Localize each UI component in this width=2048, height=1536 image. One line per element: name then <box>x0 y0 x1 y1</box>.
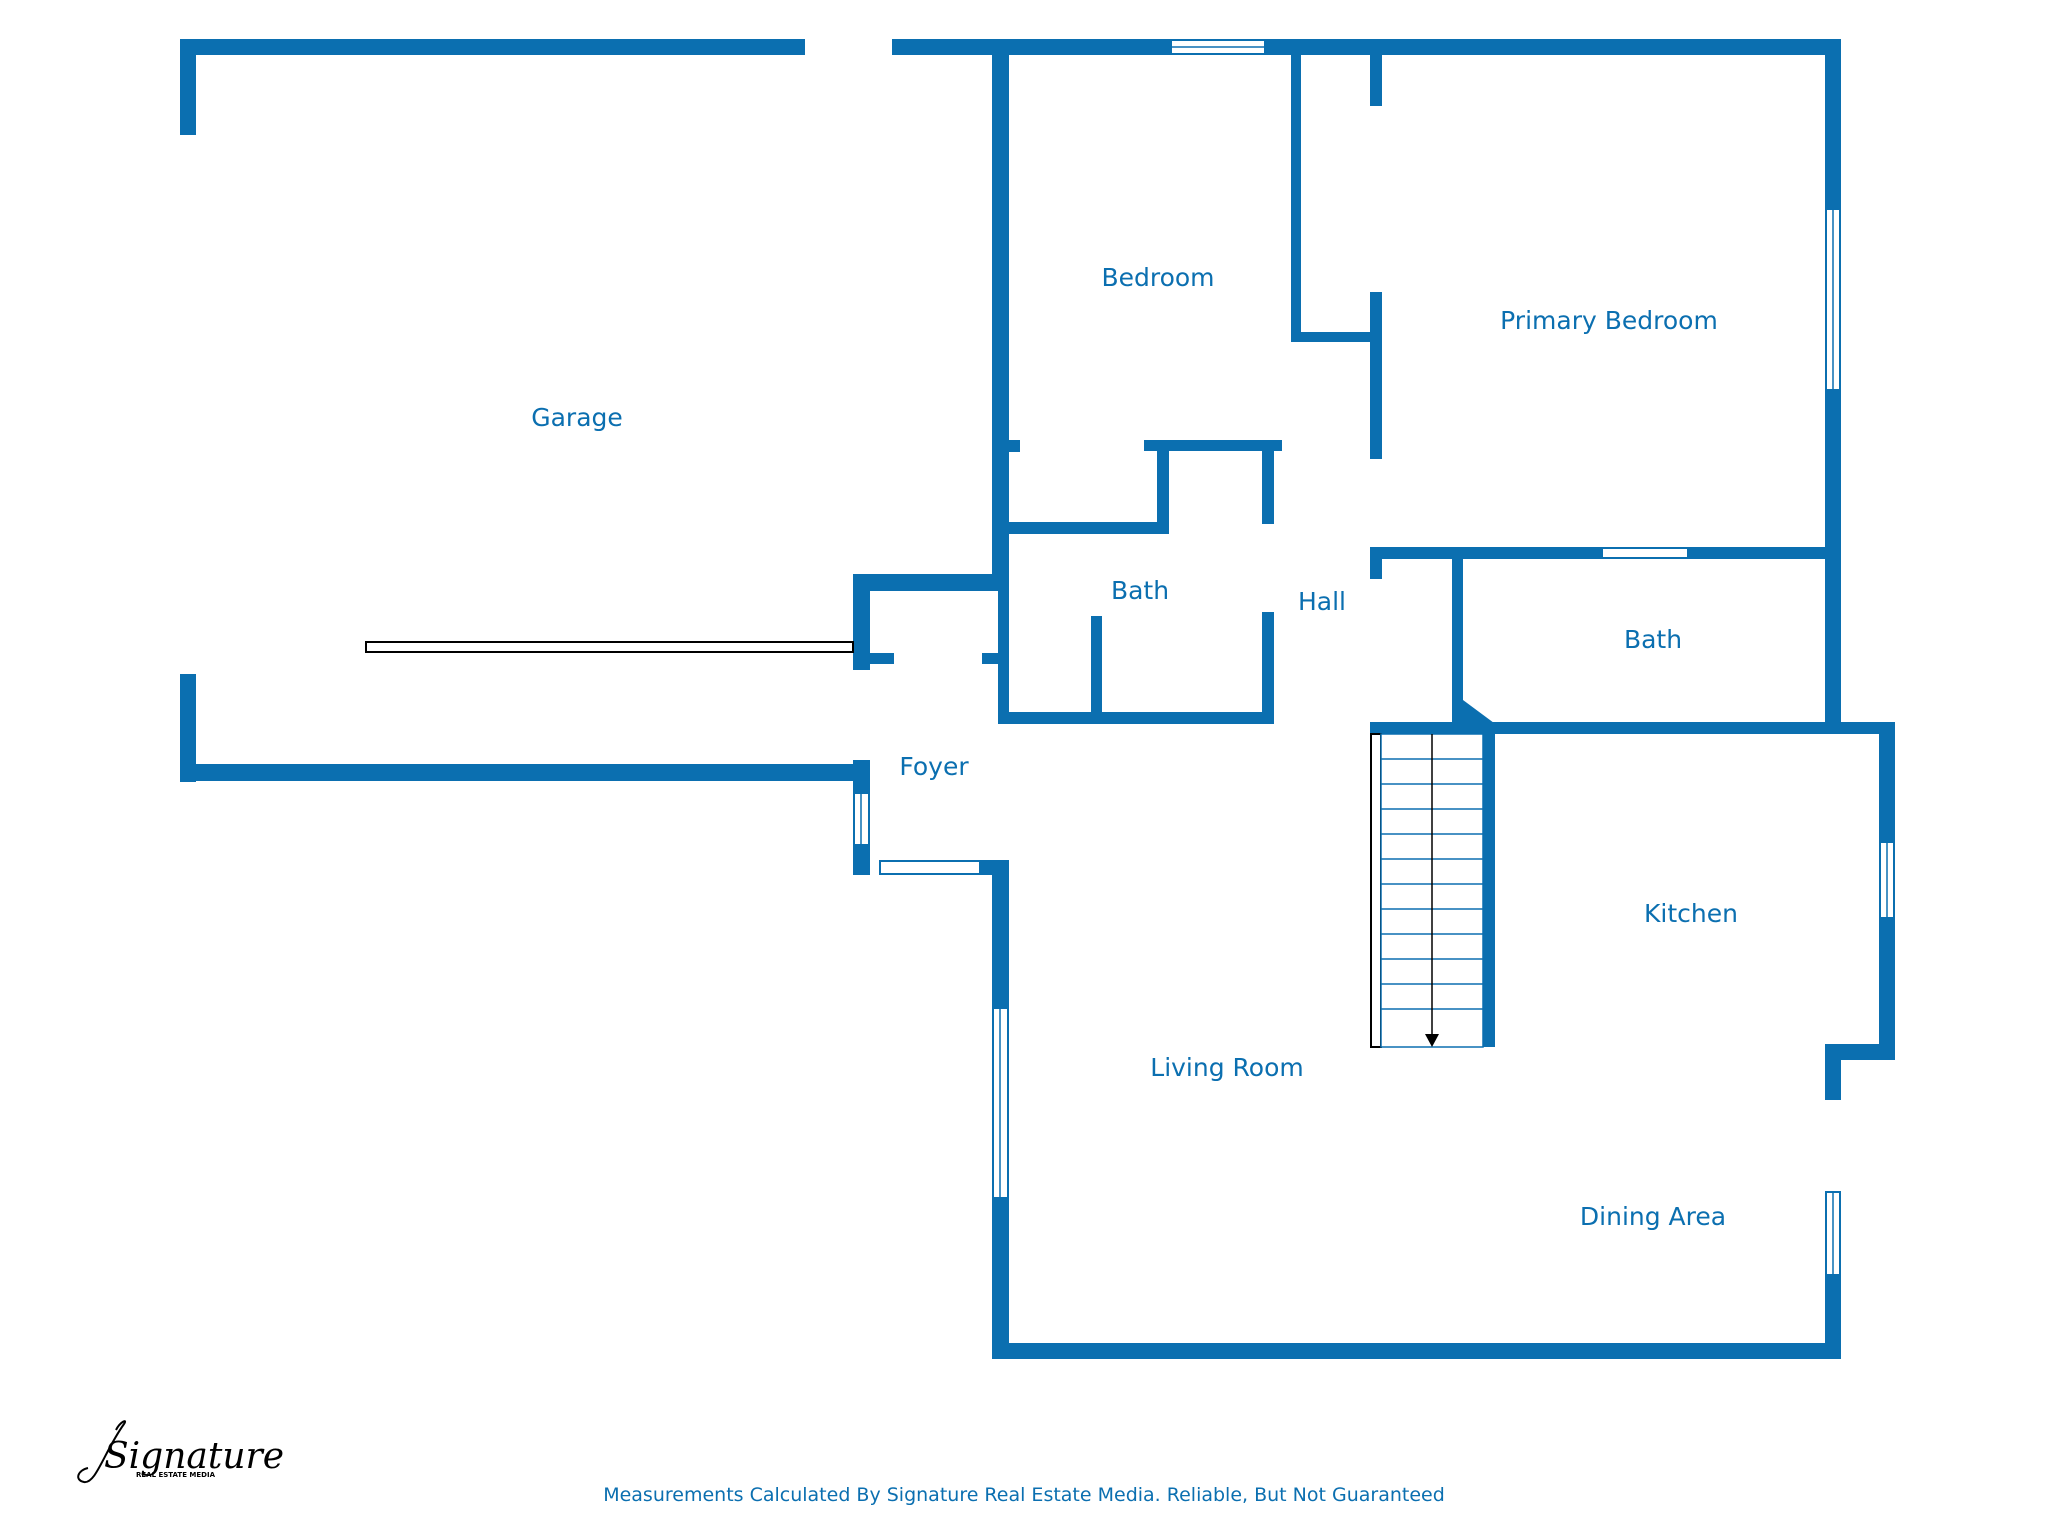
linen-wall-vertical <box>1157 440 1169 534</box>
primary-bottom-wall-b <box>1688 547 1841 559</box>
walls <box>180 39 1895 1359</box>
kitchen-east-window <box>1879 841 1895 919</box>
foyer-inner-vertical <box>998 591 1009 722</box>
primary-east-wall-lower <box>1825 390 1841 734</box>
center-bath-bottom-wall <box>998 712 1274 724</box>
primary-east-wall-upper <box>1825 39 1841 209</box>
room-label-bath-right: Bath <box>1624 625 1682 654</box>
kitchen-east-wall-lower <box>1879 918 1895 1060</box>
room-label-living-room: Living Room <box>1150 1053 1303 1082</box>
garage-bottom-wall <box>180 764 870 781</box>
dining-east-wall-a <box>1825 1044 1841 1100</box>
room-labels: Garage Bedroom Primary Bedroom Bath Hall… <box>531 263 1738 1231</box>
room-label-primary-bedroom: Primary Bedroom <box>1500 306 1718 335</box>
house-top-wall <box>892 39 1841 55</box>
dining-east-wall-b <box>1825 1275 1841 1359</box>
primary-bath-door <box>1601 547 1689 559</box>
right-bath-west-wall <box>1452 547 1463 721</box>
logo-swash <box>77 1420 126 1483</box>
room-label-hall: Hall <box>1298 587 1346 616</box>
closet-wall-horizontal <box>1291 332 1372 342</box>
logo-script: Signature <box>104 1436 284 1477</box>
bedroom-west-wall <box>992 39 1009 579</box>
garage-left-wall-lower <box>180 674 196 782</box>
living-west-window <box>992 1007 1009 1199</box>
living-west-wall-upper <box>992 860 1009 1008</box>
primary-west-wall-upper <box>1370 55 1382 106</box>
garage-left-wall-upper <box>180 39 196 135</box>
primary-east-window <box>1825 208 1841 391</box>
foyer-west-window <box>853 792 870 846</box>
center-bath-east-wall-a <box>1262 451 1274 524</box>
room-label-dining-area: Dining Area <box>1580 1202 1726 1231</box>
signature-logo: Signature REAL ESTATE MEDIA <box>77 1420 284 1483</box>
closet-wall-vertical <box>1291 55 1301 342</box>
room-label-kitchen: Kitchen <box>1644 899 1738 928</box>
foyer-top-wall <box>853 574 1009 591</box>
center-bath-top-wall <box>1144 440 1282 451</box>
stair-direction-arrow <box>1425 1034 1439 1047</box>
linen-wall-horizontal <box>1009 522 1169 534</box>
room-label-bedroom: Bedroom <box>1101 263 1214 292</box>
kitchen-bump-bottom <box>1825 1044 1895 1060</box>
garage-foyer-wall-a <box>853 574 870 670</box>
living-west-wall-lower <box>992 1198 1009 1359</box>
hall-east-wall-stub <box>1370 547 1382 579</box>
stair-east-wall <box>1483 722 1495 1047</box>
right-bath-bottom-wall <box>1370 722 1895 734</box>
house-bottom-wall <box>992 1343 1841 1359</box>
foyer-front-door <box>879 860 981 875</box>
foyer-bottom-wall-right <box>980 860 1009 875</box>
foyer-bottom-wall-stub <box>853 860 870 875</box>
stair-rail <box>1370 733 1382 1048</box>
garage-top-wall <box>180 39 805 55</box>
center-bath-tub-wall <box>1091 616 1102 724</box>
center-bath-left-stub <box>1009 440 1020 452</box>
center-bath-east-wall-b <box>1262 612 1274 724</box>
kitchen-east-wall-upper <box>1879 722 1895 842</box>
dining-east-window <box>1825 1191 1841 1276</box>
room-label-bath-center: Bath <box>1111 576 1169 605</box>
room-label-foyer: Foyer <box>899 752 969 781</box>
primary-west-wall-mid <box>1370 292 1382 459</box>
bedroom-top-window <box>1170 39 1266 55</box>
footer-disclaimer: Measurements Calculated By Signature Rea… <box>603 1484 1445 1506</box>
garage-door-track <box>365 641 854 653</box>
foyer-inner-stub-b <box>982 653 1009 664</box>
staircase <box>1370 733 1484 1048</box>
windows <box>853 39 1895 1276</box>
room-label-garage: Garage <box>531 403 623 432</box>
primary-bottom-wall-a <box>1370 547 1602 559</box>
foyer-inner-stub-a <box>870 653 894 664</box>
logo-subtext: REAL ESTATE MEDIA <box>136 1471 216 1479</box>
